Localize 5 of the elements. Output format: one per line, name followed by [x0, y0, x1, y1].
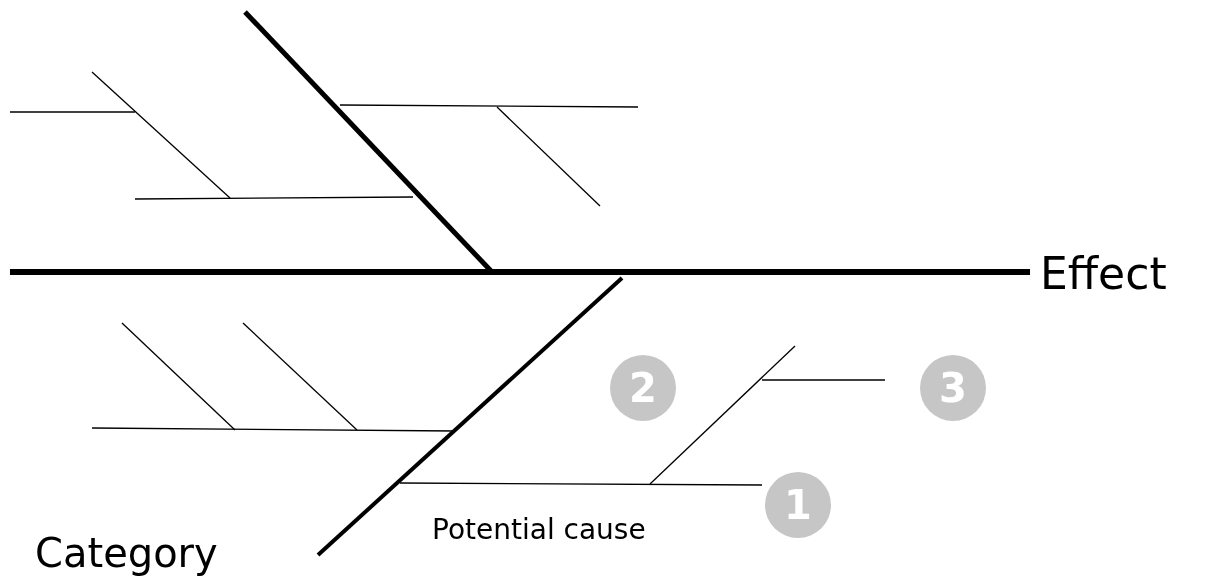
callout-number: 3: [920, 355, 986, 421]
effect-label: Effect: [1040, 252, 1167, 296]
callout-number: 2: [610, 355, 676, 421]
callout-number: 1: [765, 472, 831, 538]
cause-label: Potential cause: [432, 516, 646, 544]
